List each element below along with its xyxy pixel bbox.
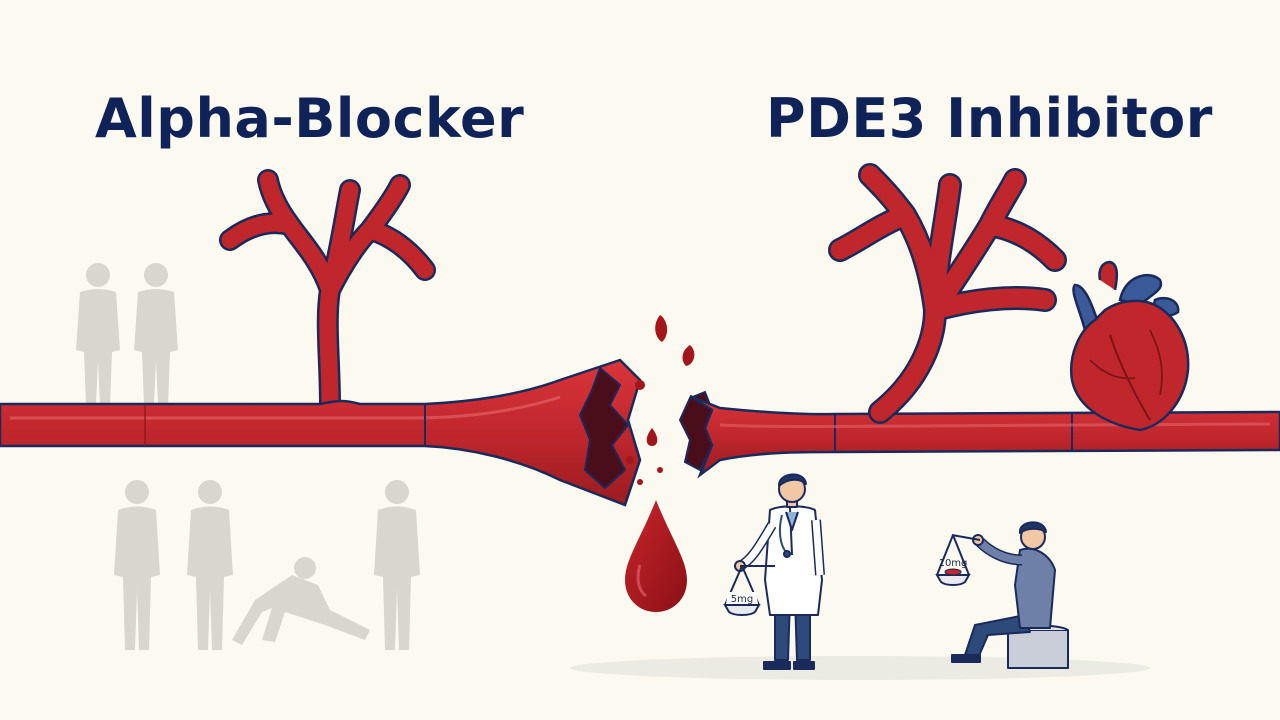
person-silhouette-icon xyxy=(76,263,120,405)
heart-icon xyxy=(1069,260,1190,432)
pde3-inhibitor-title: PDE3 Inhibitor xyxy=(766,87,1213,150)
blood-drop-icon xyxy=(625,500,687,612)
branching-artery-icon xyxy=(219,169,436,416)
balance-scale-icon xyxy=(935,534,981,586)
patient-scale-label: 10mg xyxy=(939,558,968,569)
alpha-blocker-title: Alpha-Blocker xyxy=(95,87,525,150)
background-figures-top xyxy=(76,263,178,405)
doctor-icon xyxy=(734,473,825,670)
seated-person-icon xyxy=(951,521,1069,669)
balance-scale-icon xyxy=(723,565,775,616)
collapsed-person-icon xyxy=(232,557,370,645)
background-figures-bottom xyxy=(114,480,420,650)
ground-shadow xyxy=(570,656,1150,680)
person-silhouette-icon xyxy=(374,480,420,650)
branching-artery-icon xyxy=(828,163,1067,424)
blood-splatter xyxy=(626,315,695,485)
person-silhouette-icon xyxy=(187,480,233,650)
doctor-scale-label: 5mg xyxy=(731,594,753,605)
person-silhouette-icon xyxy=(134,263,178,405)
person-silhouette-icon xyxy=(114,480,160,650)
blood-vessel-icon xyxy=(0,169,642,507)
